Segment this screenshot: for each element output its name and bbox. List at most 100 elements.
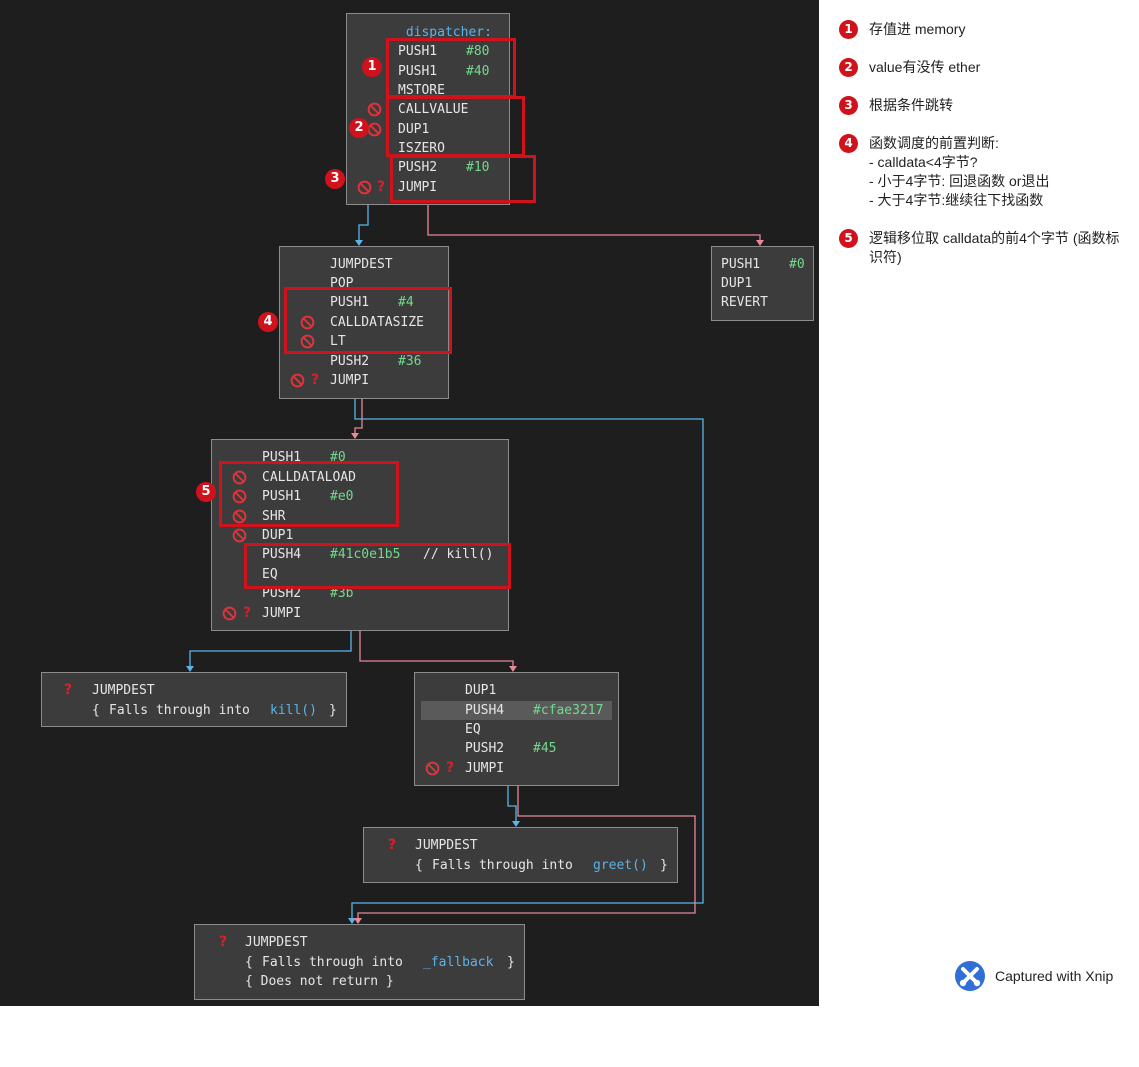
opcode: JUMPDEST bbox=[92, 683, 155, 698]
comment: // kill() bbox=[423, 547, 494, 562]
highlight-box-1 bbox=[386, 38, 516, 98]
instr-row: PUSH1 #0 bbox=[712, 255, 813, 274]
instr-row: PUSH4 #41c0e1b5 // kill() bbox=[212, 545, 508, 564]
opcode: DUP1 bbox=[262, 528, 294, 543]
instr-row: JUMPDEST bbox=[280, 255, 448, 274]
note-subline: - calldata<4字节? bbox=[869, 154, 978, 170]
block-calldatasize-check: JUMPDEST POP PUSH1 #4 CALLDATASIZE LT PU… bbox=[279, 246, 449, 399]
opcode: PUSH2 bbox=[262, 586, 302, 601]
question-icon: ? bbox=[219, 934, 228, 950]
instr-row: LT bbox=[280, 332, 448, 351]
opcode: PUSH1 bbox=[721, 257, 761, 272]
edge-b3-b4 bbox=[354, 399, 363, 433]
dispatcher-label: _dispatcher: bbox=[398, 25, 492, 40]
operand: #45 bbox=[533, 741, 557, 756]
instr-row: ISZERO bbox=[347, 139, 509, 158]
opcode: PUSH4 bbox=[465, 703, 505, 718]
instr-row: CALLVALUE bbox=[347, 100, 509, 119]
operand: #4 bbox=[398, 295, 414, 310]
opcode: PUSH2 bbox=[330, 354, 370, 369]
instr-row: PUSH1 #40 bbox=[347, 62, 509, 81]
note-badge-3: 3 bbox=[839, 96, 858, 115]
opcode: PUSH1 bbox=[398, 44, 438, 59]
no-entry-icon bbox=[300, 315, 315, 330]
instr-row: PUSH1 #80 bbox=[347, 42, 509, 61]
instr-row: PUSH1 #e0 bbox=[212, 487, 508, 506]
question-icon: ? bbox=[64, 682, 73, 698]
opcode: REVERT bbox=[721, 295, 768, 310]
opcode: PUSH1 bbox=[398, 64, 438, 79]
step-badge-3: 3 bbox=[325, 169, 345, 189]
target-function: _fallback bbox=[423, 955, 494, 970]
no-entry-icon bbox=[290, 373, 305, 388]
instr-row: PUSH2 #36 bbox=[280, 352, 448, 371]
note-text: 存值进 memory bbox=[869, 21, 966, 37]
edge-b4-b5-arrow bbox=[186, 666, 194, 672]
instr-row: DUP1 bbox=[212, 526, 508, 545]
opcode: JUMPI bbox=[330, 373, 370, 388]
opcode: CALLVALUE bbox=[398, 102, 469, 117]
instr-row: PUSH1 #4 bbox=[280, 293, 448, 312]
note-subline: - 小于4字节: 回退函数 or退出 bbox=[869, 173, 1050, 189]
brace-open: { bbox=[245, 955, 253, 970]
highlight-box-4 bbox=[284, 287, 452, 354]
fallthrough-row: { Falls through into greet() } bbox=[364, 856, 677, 875]
instr-row: REVERT bbox=[712, 293, 813, 312]
instr-row: ? JUMPI bbox=[415, 759, 618, 778]
instr-row: CALLDATALOAD bbox=[212, 468, 508, 487]
no-entry-icon bbox=[425, 761, 440, 776]
opcode: DUP1 bbox=[721, 276, 753, 291]
xnip-watermark: Captured with Xnip bbox=[954, 960, 1124, 992]
edge-b3-b8-arrow bbox=[348, 918, 356, 924]
opcode: JUMPDEST bbox=[245, 935, 308, 950]
edge-b6-b8-arrow bbox=[354, 918, 362, 924]
note-badge-4: 4 bbox=[839, 134, 858, 153]
falls-through-text: Falls through into bbox=[432, 858, 573, 873]
opcode: PUSH2 bbox=[398, 160, 438, 175]
brace-close: } bbox=[329, 703, 337, 718]
opcode: JUMPI bbox=[398, 180, 438, 195]
block-greet: ? JUMPDEST { Falls through into greet() … bbox=[363, 827, 678, 883]
operand: #41c0e1b5 bbox=[330, 547, 401, 562]
operand: #0 bbox=[789, 257, 805, 272]
cfg-canvas: _dispatcher: PUSH1 #80 PUSH1 #40 MSTORE … bbox=[0, 0, 819, 1006]
opcode: DUP1 bbox=[465, 683, 497, 698]
edge-b3-b8 bbox=[351, 399, 704, 918]
note-text: value有没传 ether bbox=[869, 59, 981, 75]
opcode: PUSH1 bbox=[330, 295, 370, 310]
instr-row: PUSH2 #45 bbox=[415, 739, 618, 758]
operand: #3b bbox=[330, 586, 354, 601]
falls-through-text: Falls through into bbox=[262, 955, 403, 970]
operand: #cfae3217 bbox=[533, 703, 604, 718]
note-1: 1 存值进 memory bbox=[839, 20, 1129, 39]
operand: #80 bbox=[466, 44, 490, 59]
no-return-row: { Does not return } bbox=[195, 972, 524, 991]
instr-row-selected[interactable]: PUSH4 #cfae3217 bbox=[421, 701, 612, 720]
highlight-box-5 bbox=[219, 461, 399, 527]
block-selector-dispatch: PUSH1 #0 CALLDATALOAD PUSH1 #e0 SHR DUP1… bbox=[211, 439, 509, 631]
brace-open: { bbox=[415, 858, 423, 873]
question-icon: ? bbox=[388, 837, 397, 853]
opcode: CALLDATASIZE bbox=[330, 315, 424, 330]
instr-row: MSTORE bbox=[347, 81, 509, 100]
highlight-box-3 bbox=[390, 155, 536, 203]
instr-row: ? JUMPI bbox=[212, 604, 508, 623]
highlight-box-2 bbox=[386, 96, 525, 157]
edge-b6-b7-arrow bbox=[512, 821, 520, 827]
opcode: LT bbox=[330, 334, 346, 349]
block-greet-check: DUP1 PUSH4 #cfae3217 EQ PUSH2 #45 ? JUMP… bbox=[414, 672, 619, 786]
operand: #40 bbox=[466, 64, 490, 79]
opcode: PUSH4 bbox=[262, 547, 302, 562]
fallthrough-row: { Falls through into kill() } bbox=[42, 701, 346, 720]
instr-row: ? JUMPDEST bbox=[195, 933, 524, 952]
note-3: 3 根据条件跳转 bbox=[839, 96, 1129, 115]
instr-row: SHR bbox=[212, 507, 508, 526]
block-fallback: ? JUMPDEST { Falls through into _fallbac… bbox=[194, 924, 525, 1000]
instr-row: DUP1 bbox=[712, 274, 813, 293]
target-function: kill() bbox=[270, 703, 317, 718]
instr-row: ? JUMPDEST bbox=[364, 836, 677, 855]
opcode: PUSH1 bbox=[262, 489, 302, 504]
edge-b1-b3 bbox=[358, 205, 369, 240]
highlight-box-eq bbox=[244, 543, 511, 589]
no-entry-icon bbox=[367, 122, 382, 137]
